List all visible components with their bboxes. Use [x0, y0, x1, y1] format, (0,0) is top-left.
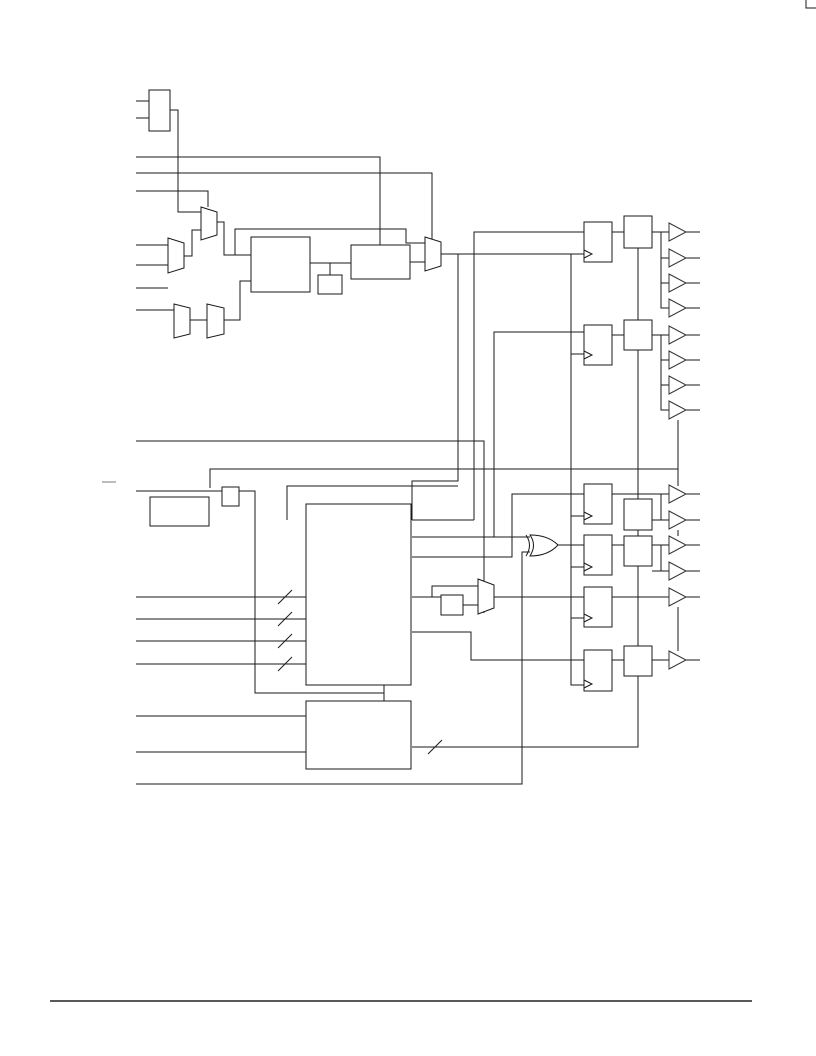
small-gate-block: [221, 486, 240, 507]
flip-flop: [583, 586, 613, 628]
select-block: [623, 535, 653, 567]
flip-flop: [583, 324, 613, 366]
driver: [668, 222, 688, 242]
driver: [668, 298, 688, 318]
driver: [668, 400, 688, 420]
input-block-top-left: [148, 89, 171, 132]
driver: [668, 510, 688, 530]
select-mux: [477, 578, 495, 615]
main-control-block: [305, 503, 412, 686]
driver: [668, 650, 688, 670]
driver: [668, 325, 688, 345]
driver: [668, 587, 688, 607]
left-block: [149, 496, 210, 527]
driver: [668, 350, 688, 370]
flip-flop: [583, 649, 613, 692]
output-mux: [424, 236, 442, 272]
select-block: [623, 498, 653, 531]
driver: [668, 375, 688, 395]
blocks: [148, 89, 464, 770]
flip-flop: [583, 483, 613, 525]
trapezoid-2: [206, 303, 225, 339]
driver: [668, 535, 688, 555]
small-block: [317, 274, 343, 295]
delay-block: [440, 594, 464, 616]
mux-a: [200, 206, 218, 241]
driver: [668, 561, 688, 581]
select-block: [623, 215, 653, 249]
muxes: [167, 206, 495, 615]
flip-flop: [583, 221, 613, 263]
select-block: [623, 645, 653, 677]
corner-mark: [805, 0, 816, 9]
trapezoid-1: [173, 303, 191, 339]
mux-b: [167, 237, 185, 274]
bus-slashes: [277, 589, 443, 755]
driver: [668, 484, 688, 504]
output-drivers: [668, 222, 688, 670]
counter-block: [305, 700, 412, 770]
driver: [668, 248, 688, 268]
logic-block: [250, 236, 311, 293]
output-select-blocks: [623, 215, 653, 677]
wires: [136, 100, 700, 785]
select-block: [623, 319, 653, 351]
driver: [668, 273, 688, 293]
flip-flop: [583, 534, 613, 576]
xor-gate: [525, 534, 559, 557]
register-block: [350, 244, 411, 280]
flip-flops: [583, 221, 613, 692]
